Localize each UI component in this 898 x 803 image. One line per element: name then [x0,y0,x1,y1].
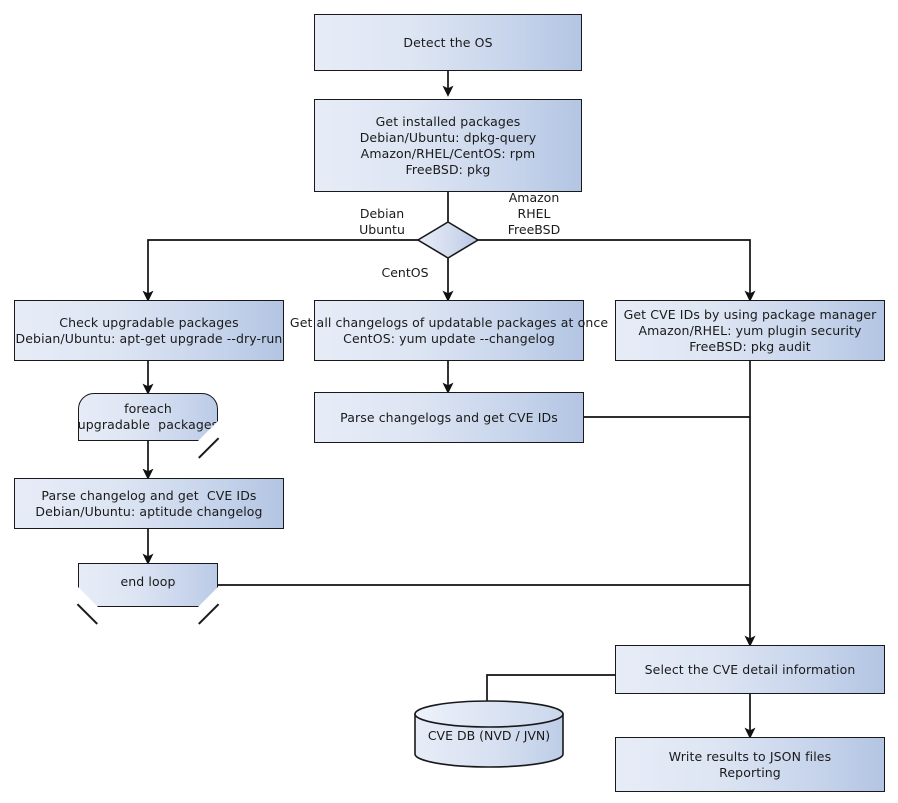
node-check-upgradable-packages[interactable]: Check upgradable packages Debian/Ubuntu:… [14,300,284,361]
loop-end-corner-line-right [198,603,219,625]
edge-decision-right [478,239,756,302]
node-os-decision[interactable] [416,220,480,260]
node-get-cve-ids-package-manager-label: Get CVE IDs by using package manager Ama… [623,306,877,354]
node-end-loop[interactable]: end loop [77,563,219,625]
node-foreach-upgradable-packages[interactable]: foreach upgradable packages [78,393,219,459]
node-cve-database[interactable]: CVE DB (NVD / JVN) [413,700,565,768]
node-cve-database-label: CVE DB (NVD / JVN) [427,728,551,743]
node-parse-changelog-single-label: Parse changelog and get CVE IDs Debian/U… [35,487,263,519]
node-get-all-changelogs-label: Get all changelogs of updatable packages… [289,314,609,346]
node-select-cve-detail[interactable]: Select the CVE detail information [615,645,885,694]
loop-end-corner-cut-right [198,587,218,607]
node-end-loop-label: end loop [120,574,176,589]
node-write-results-label: Write results to JSON files Reporting [668,748,832,780]
node-get-installed-packages-label: Get installed packages Debian/Ubuntu: dp… [359,113,537,177]
edge-label-centos: CentOS [381,265,429,280]
loop-start-corner-line [198,437,219,459]
node-check-upgradable-packages-label: Check upgradable packages Debian/Ubuntu:… [15,314,283,346]
edge-label-amazon-rhel-freebsd: Amazon RHEL FreeBSD [507,190,561,237]
node-parse-changelogs-bulk[interactable]: Parse changelogs and get CVE IDs [314,392,584,443]
node-select-cve-detail-label: Select the CVE detail information [644,661,856,677]
node-detect-the-os-label: Detect the OS [403,34,493,50]
loop-start-corner-cut [198,421,218,441]
database-cylinder-icon [414,700,564,768]
node-get-all-changelogs[interactable]: Get all changelogs of updatable packages… [290,300,608,361]
node-get-cve-ids-package-manager[interactable]: Get CVE IDs by using package manager Ama… [615,300,885,361]
node-parse-changelog-single[interactable]: Parse changelog and get CVE IDs Debian/U… [14,478,284,529]
loop-end-corner-cut-left [78,587,98,607]
node-parse-changelogs-bulk-label: Parse changelogs and get CVE IDs [340,409,558,425]
edge-label-debian-ubuntu: Debian Ubuntu [359,206,405,237]
node-get-installed-packages[interactable]: Get installed packages Debian/Ubuntu: dp… [314,99,582,192]
node-write-results[interactable]: Write results to JSON files Reporting [615,737,885,792]
loop-end-corner-line-left [77,603,98,625]
decision-diamond-icon [416,221,480,259]
node-detect-the-os[interactable]: Detect the OS [314,14,582,71]
